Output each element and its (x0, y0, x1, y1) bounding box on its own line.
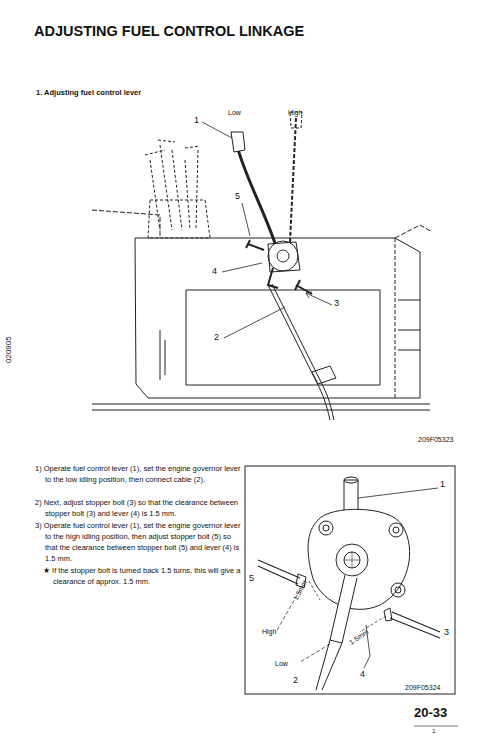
step-text: 1) Operate fuel control lever (1), set t… (35, 463, 241, 485)
callout-number: 2 (214, 333, 219, 342)
position-label: Low (275, 660, 288, 667)
callout-number: 3 (334, 299, 339, 308)
margin-code: 020905 (5, 336, 13, 363)
leader-lines (202, 122, 332, 338)
callout-number: 5 (249, 574, 254, 583)
console-housing (92, 210, 432, 410)
callout-number: 5 (235, 192, 240, 201)
position-label: High (288, 109, 302, 116)
callout-number: 3 (444, 628, 449, 637)
page-number: 20-33 (414, 706, 447, 719)
control-cable (268, 284, 336, 420)
callout-number: 1 (440, 480, 445, 489)
figure-code: 209F05323 (418, 436, 453, 443)
fuel-control-lever (231, 112, 312, 294)
callout-number: 4 (360, 670, 365, 679)
callout-number: 4 (212, 267, 217, 276)
step-text: 2) Next, adjust stopper bolt (3) so that… (35, 497, 241, 519)
figure-code: 209F05324 (405, 684, 440, 691)
detail-frame (245, 466, 455, 694)
note-text: ★ If the stopper bolt is turned back 1.5… (43, 565, 241, 587)
callout-number: 1 (194, 116, 199, 125)
step-text: 3) Operate fuel control lever (1), set t… (35, 520, 241, 564)
dimension-label: 1.5mm (348, 628, 370, 646)
other-control-levers (145, 140, 210, 238)
page-title: ADJUSTING FUEL CONTROL LINKAGE (34, 24, 304, 39)
callout-number: 2 (293, 676, 298, 685)
position-label: High (262, 628, 276, 635)
revision-mark: 1 (432, 728, 435, 734)
position-label: Low (228, 109, 241, 116)
detail-illustration (258, 477, 440, 690)
section-heading: 1. Adjusting fuel control lever (36, 89, 141, 97)
